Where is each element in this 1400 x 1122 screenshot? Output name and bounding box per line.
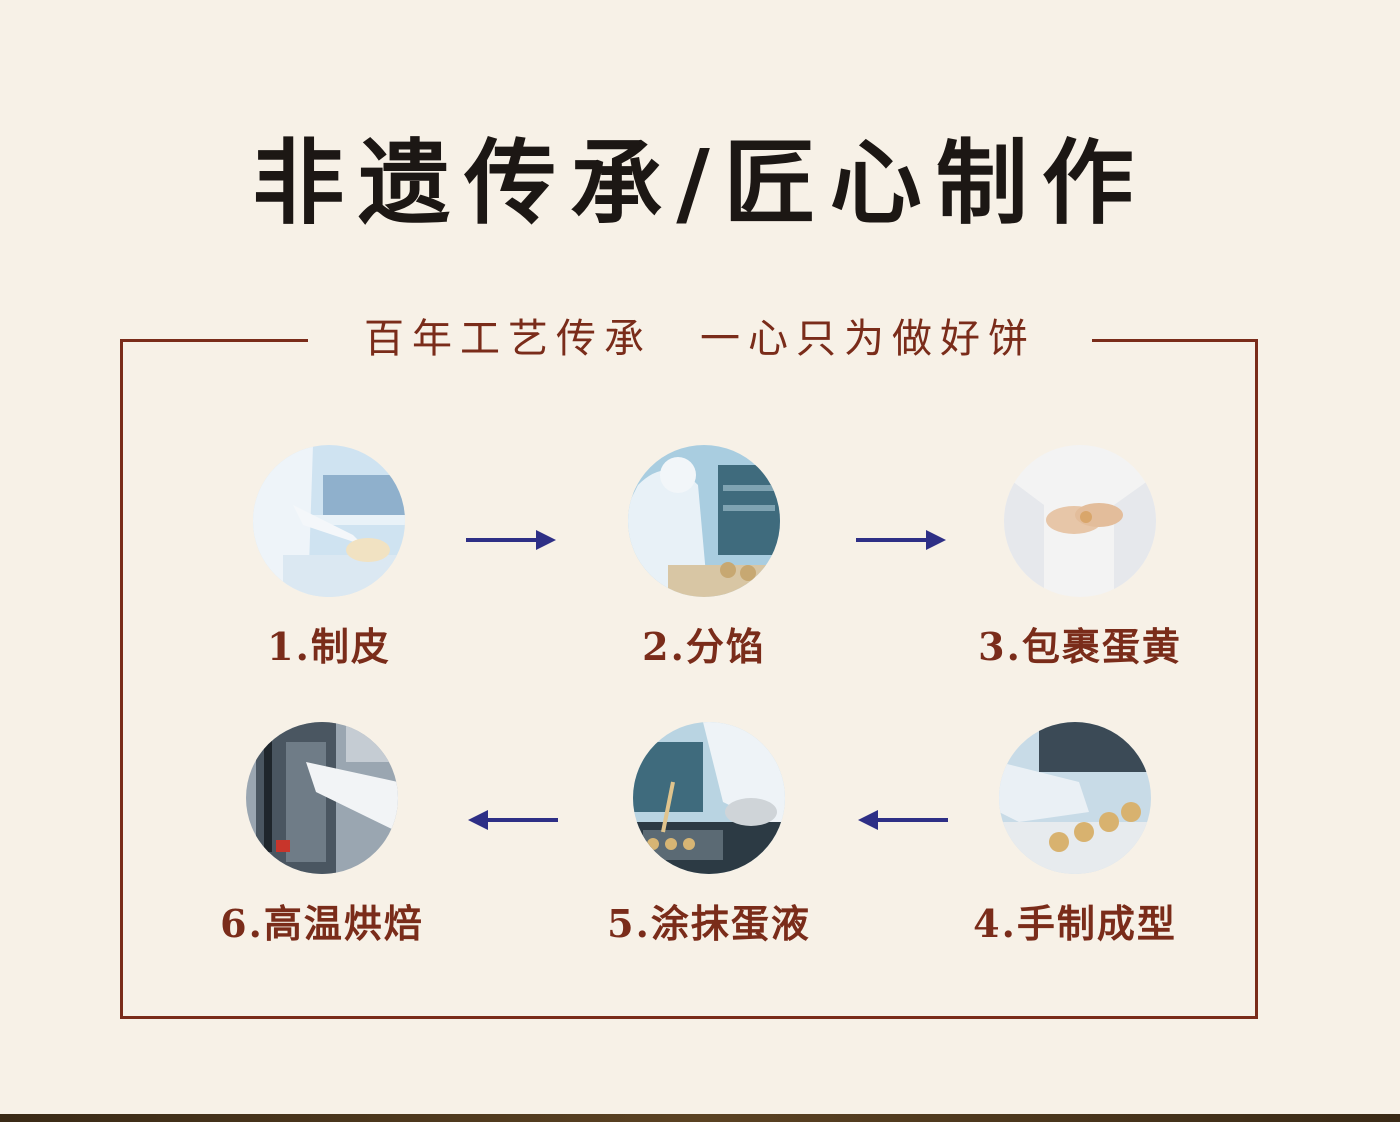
process-step-2: 2.分馅 — [554, 445, 854, 669]
step-label: 5.涂抹蛋液 — [607, 901, 811, 946]
step-label: 3.包裹蛋黄 — [978, 624, 1182, 669]
egg-wash-photo — [633, 722, 785, 874]
step-label: 4.手制成型 — [973, 901, 1177, 946]
process-step-3: 3.包裹蛋黄 — [930, 445, 1230, 669]
step-label: 2.分馅 — [642, 624, 766, 669]
process-step-6: 6.高温烘焙 — [172, 722, 472, 946]
arrow-right-icon — [466, 528, 558, 552]
arrow-left-icon — [856, 808, 948, 832]
arrow-right-icon — [856, 528, 948, 552]
page-title: 非遗传承/匠心制作 — [252, 129, 1148, 237]
bottom-divider — [0, 1114, 1400, 1122]
process-step-1: 1.制皮 — [179, 445, 479, 669]
section-subtitle: 百年工艺传承 一心只为做好饼 — [308, 312, 1092, 366]
step-label: 1.制皮 — [267, 624, 391, 669]
hand-shaping-photo — [999, 722, 1151, 874]
oven-baking-photo — [246, 722, 398, 874]
wrapping-yolk-photo — [1004, 445, 1156, 597]
filling-division-photo — [628, 445, 780, 597]
process-step-5: 5.涂抹蛋液 — [559, 722, 859, 946]
arrow-left-icon — [466, 808, 558, 832]
dough-sheeting-photo — [253, 445, 405, 597]
process-step-4: 4.手制成型 — [925, 722, 1225, 946]
step-label: 6.高温烘焙 — [220, 901, 424, 946]
